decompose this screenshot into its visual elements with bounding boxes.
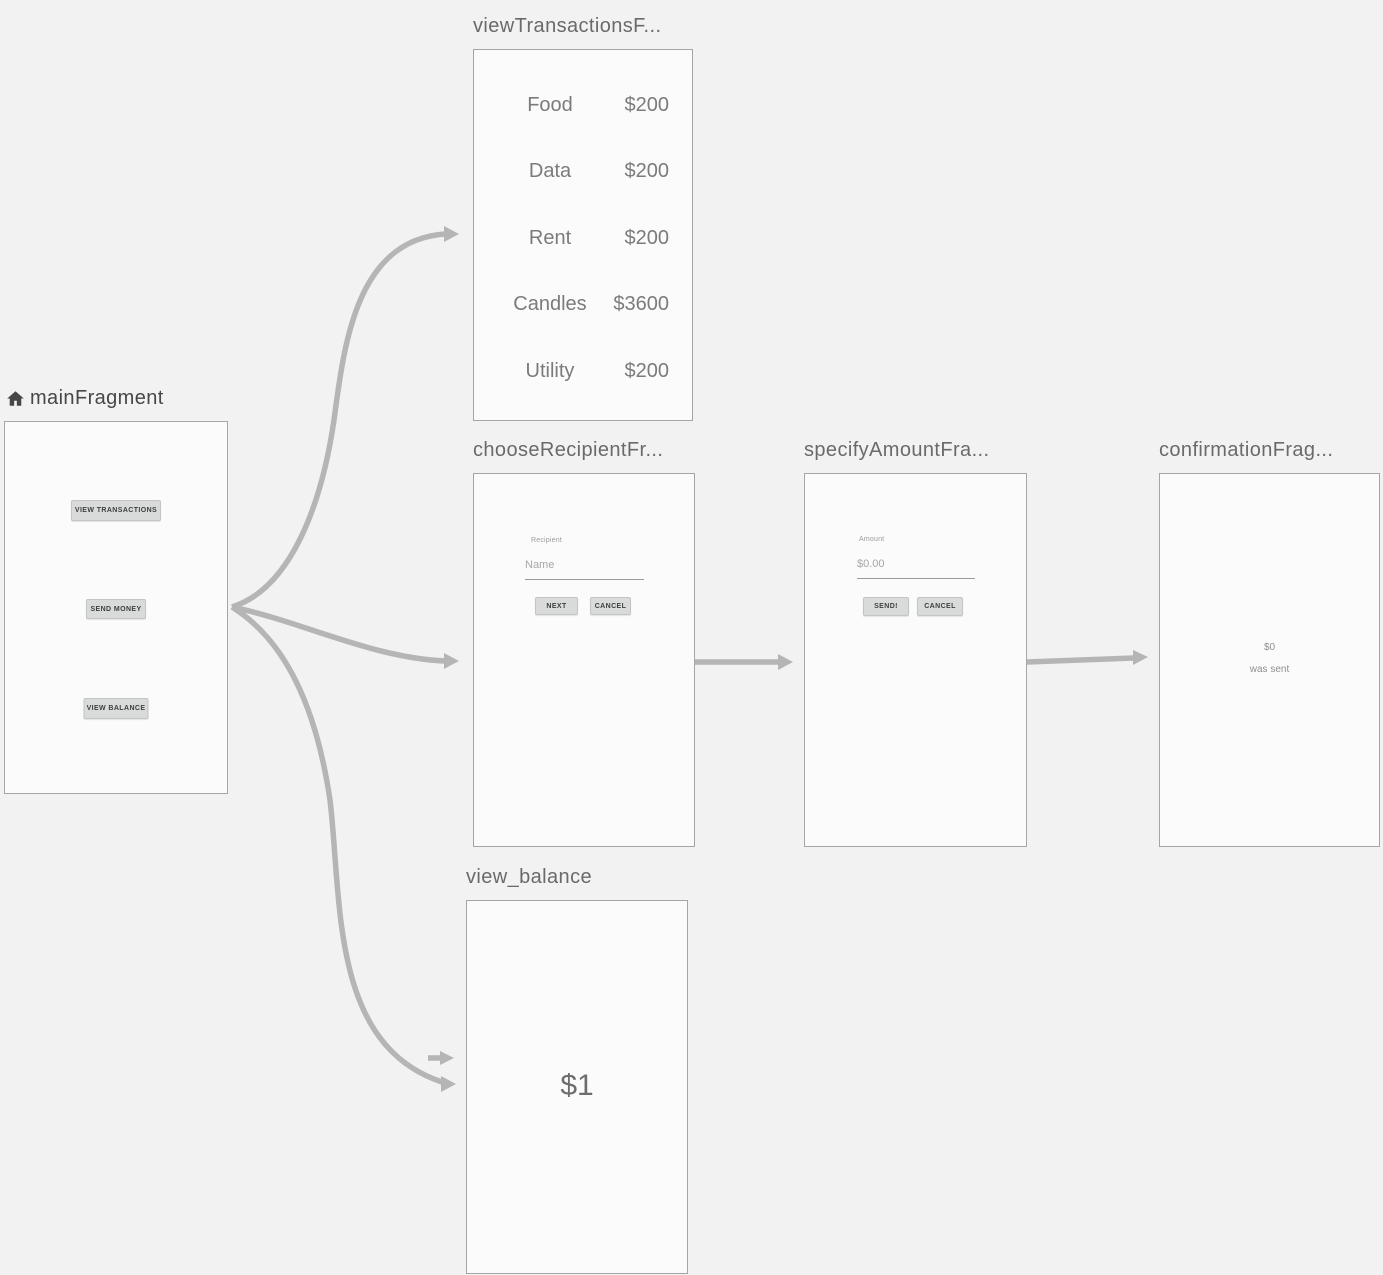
action-arrow-main-to-chooseRecipient[interactable] (231, 604, 459, 669)
fragment-viewTransactions-preview[interactable]: Food $200 Data $200 Rent $200 Candles $3… (473, 49, 693, 421)
fragment-specifyAmount-preview[interactable]: Amount $0.00 SEND! CANCEL (804, 473, 1027, 847)
fragment-chooseRecipient-preview[interactable]: Recipient Name NEXT CANCEL (473, 473, 695, 847)
transaction-amount: $200 (624, 360, 670, 382)
fragment-title-confirmation: confirmationFrag... (1159, 439, 1333, 462)
fragment-viewTransactions[interactable]: viewTransactionsF... Food $200 Data $200… (473, 15, 693, 421)
fragment-chooseRecipient[interactable]: chooseRecipientFr... Recipient Name NEXT… (473, 439, 695, 847)
action-arrow-specifyAmount-to-confirmation[interactable] (1026, 650, 1148, 665)
fragment-mainFragment[interactable]: mainFragment VIEW TRANSACTIONS SEND MONE… (4, 387, 228, 794)
fragment-viewBalance[interactable]: view_balance $1 (466, 866, 688, 1274)
input-underline (525, 579, 644, 580)
fragment-title-label: view_balance (466, 866, 592, 888)
input-underline (857, 578, 975, 579)
fragment-title-label: viewTransactionsF... (473, 15, 662, 37)
home-icon (6, 389, 25, 408)
fragment-title-specifyAmount: specifyAmountFra... (804, 439, 989, 462)
action-arrow-stub-to-viewBalance[interactable] (428, 1051, 454, 1065)
transaction-label: Utility (525, 360, 575, 382)
transaction-label: Rent (528, 227, 572, 249)
fragment-title-main: mainFragment (6, 387, 164, 410)
fragment-title-label: chooseRecipientFr... (473, 439, 664, 461)
confirmation-amount: $0 (1263, 642, 1276, 653)
transaction-amount: $200 (624, 94, 670, 116)
action-arrow-main-to-viewBalance[interactable] (230, 604, 456, 1092)
transaction-amount: $200 (624, 160, 670, 182)
next-button: NEXT (535, 597, 578, 615)
fragment-main-preview[interactable]: VIEW TRANSACTIONS SEND MONEY VIEW BALANC… (4, 421, 228, 794)
recipient-field-label: Recipient (531, 537, 562, 544)
transaction-label: Candles (513, 293, 587, 315)
send-button: SEND! (863, 597, 909, 616)
fragment-title-label: specifyAmountFra... (804, 439, 990, 461)
send-money-button: SEND MONEY (86, 599, 146, 619)
transaction-row: Rent $200 (474, 224, 692, 252)
cancel-button: CANCEL (917, 597, 963, 616)
action-arrow-main-to-viewTransactions[interactable] (231, 226, 459, 610)
amount-input: $0.00 (857, 558, 885, 570)
fragment-title-viewTransactions: viewTransactionsF... (473, 15, 661, 38)
fragment-confirmation-preview[interactable]: $0 was sent (1159, 473, 1380, 847)
transaction-label: Data (528, 160, 572, 182)
fragment-specifyAmount[interactable]: specifyAmountFra... Amount $0.00 SEND! C… (804, 439, 1027, 847)
fragment-title-label: confirmationFrag... (1159, 439, 1334, 461)
balance-value: $1 (560, 1069, 594, 1102)
transaction-label: Food (527, 94, 573, 116)
transaction-row: Data $200 (474, 157, 692, 185)
transaction-row: Utility $200 (474, 357, 692, 385)
transaction-amount: $200 (624, 227, 670, 249)
recipient-name-input: Name (525, 559, 555, 571)
amount-field-label: Amount (859, 536, 885, 543)
view-balance-button: VIEW BALANCE (83, 698, 149, 719)
fragment-confirmation[interactable]: confirmationFrag... $0 was sent (1159, 439, 1380, 847)
fragment-viewBalance-preview[interactable]: $1 (466, 900, 688, 1274)
fragment-title-label: mainFragment (30, 387, 164, 409)
view-transactions-button: VIEW TRANSACTIONS (71, 500, 161, 521)
transaction-row: Candles $3600 (474, 290, 692, 318)
fragment-title-viewBalance: view_balance (466, 866, 592, 889)
confirmation-message: was sent (1249, 664, 1290, 675)
fragment-title-chooseRecipient: chooseRecipientFr... (473, 439, 663, 462)
action-arrow-chooseRecipient-to-specifyAmount[interactable] (695, 654, 793, 670)
cancel-button: CANCEL (590, 597, 631, 615)
transaction-amount: $3600 (613, 293, 669, 315)
transaction-row: Food $200 (474, 91, 692, 119)
